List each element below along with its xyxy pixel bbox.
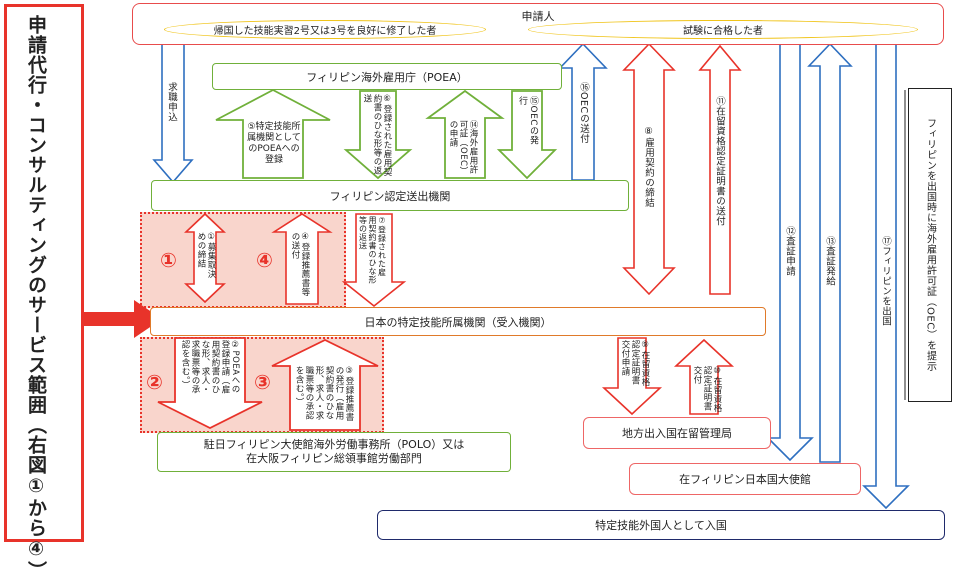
label-f14: ⑭海外雇用許可証（OEC）の申請 <box>448 120 478 176</box>
label-f10: ⑩在留資格認定証明書交付 <box>692 366 722 413</box>
applicant-sub1: 帰国した技能実習2号又は3号を良好に修了した者 <box>164 20 486 39</box>
marker-3: ③ <box>254 370 271 394</box>
arrow-f17 <box>862 43 910 510</box>
applicant-sub2-text: 試験に合格した者 <box>683 26 763 37</box>
label-f4: ④登録推薦書等の送付 <box>290 232 310 297</box>
applicant-sub1-text: 帰国した技能実習2号又は3号を良好に修了した者 <box>213 26 437 37</box>
arrow-f1 <box>183 212 227 304</box>
arrow-f2 <box>157 337 263 430</box>
arrow-f15 <box>496 90 558 180</box>
immigration-box: 地方出入国在留管理局 <box>583 417 771 449</box>
arrow-f9 <box>601 337 663 416</box>
label-f1: ①募集取決めの締結 <box>196 232 216 279</box>
entry-label: 特定技能外国人として入国 <box>595 519 727 532</box>
entry-box: 特定技能外国人として入国 <box>377 510 945 540</box>
marker-4: ④ <box>256 248 273 272</box>
label-f8: ⑧雇用契約の締結 <box>643 126 654 208</box>
arrow-f6 <box>343 90 413 180</box>
poea-box: フィリピン海外雇用庁（POEA） <box>212 63 562 90</box>
receiving-org-box: 日本の特定技能所属機関（受入機関） <box>150 307 766 336</box>
service-scope-panel: 申請代行・コンサルティングのサービス範囲（右図①から④） <box>4 4 84 581</box>
label-f12: ⑫査証申請 <box>784 226 795 276</box>
polo-label-2: 在大阪フィリピン総領事館労働部門 <box>246 452 422 465</box>
embassy-label: 在フィリピン日本国大使館 <box>679 473 811 486</box>
marker-1: ① <box>160 248 177 272</box>
arrow-f10 <box>673 338 735 415</box>
label-f11: ⑪在留資格認定証明書の送付 <box>714 96 725 226</box>
arrow-f5 <box>215 88 331 179</box>
sending-org-label: フィリピン認定送出機関 <box>329 189 451 203</box>
arrow-f11 <box>698 44 742 295</box>
label-f3: ③登録推薦書の発行（雇用契約書のひな形、求人・求職票等の承認を含む。） <box>294 366 354 422</box>
label-job-application: 求職申込 <box>166 82 177 122</box>
label-f2: ②POEAへの登録申請（雇用契約書のひな形、求人・求職票等の承認を含む。） <box>180 340 240 394</box>
marker-2: ② <box>146 370 163 394</box>
label-f15: ⑮OECの発行 <box>517 96 538 146</box>
arrow-f3 <box>271 338 379 431</box>
arrow-job-application <box>152 43 194 184</box>
polo-box: 駐日フィリピン大使館海外労働事務所（POLO）又は 在大阪フィリピン総領事館労働… <box>157 432 511 472</box>
arrow-f13 <box>807 42 853 463</box>
arrow-f14 <box>425 89 505 179</box>
receiving-org-label: 日本の特定技能所属機関（受入機関） <box>364 315 552 329</box>
oec-note-box: フィリピンを出国時に海外雇用許可証（OEC）を提示 <box>908 88 952 402</box>
label-f5: ⑤特定技能所属機関としてのPOEAへの登録 <box>247 122 301 165</box>
arrow-f4 <box>271 213 333 305</box>
embassy-box: 在フィリピン日本国大使館 <box>629 463 861 495</box>
label-f17: ⑰フィリピンを出国 <box>880 236 891 326</box>
applicant-sub2: 試験に合格した者 <box>528 20 918 39</box>
poea-label: フィリピン海外雇用庁（POEA） <box>306 70 468 84</box>
arrow-f16 <box>558 42 608 181</box>
service-scope-title: 申請代行・コンサルティングのサービス範囲（右図①から④） <box>25 15 47 581</box>
oec-note-text: フィリピンを出国時に海外雇用許可証（OEC）を提示 <box>924 118 936 372</box>
arrow-f12 <box>766 43 814 462</box>
arrow-f7 <box>341 213 407 308</box>
applicant-label: 申請人 <box>521 10 555 23</box>
immigration-label: 地方出入国在留管理局 <box>622 427 732 440</box>
label-f16: ⑯OECの送付 <box>578 82 589 144</box>
sending-org-box: フィリピン認定送出機関 <box>151 180 629 211</box>
arrow-f8 <box>622 42 676 296</box>
service-pointer-arrow <box>84 300 162 338</box>
flow-arrows <box>84 42 910 510</box>
label-f6: ⑥登録された雇用契約書のひな形等の返送 <box>362 94 392 177</box>
label-f9: ⑨在留資格認定証明書交付申請 <box>620 340 650 387</box>
label-f7: ⑦登録された雇用契約書のひな形等の返送 <box>358 216 387 284</box>
label-f13: ⑬査証発給 <box>824 236 835 286</box>
polo-label-1: 駐日フィリピン大使館海外労働事務所（POLO）又は <box>203 438 465 451</box>
